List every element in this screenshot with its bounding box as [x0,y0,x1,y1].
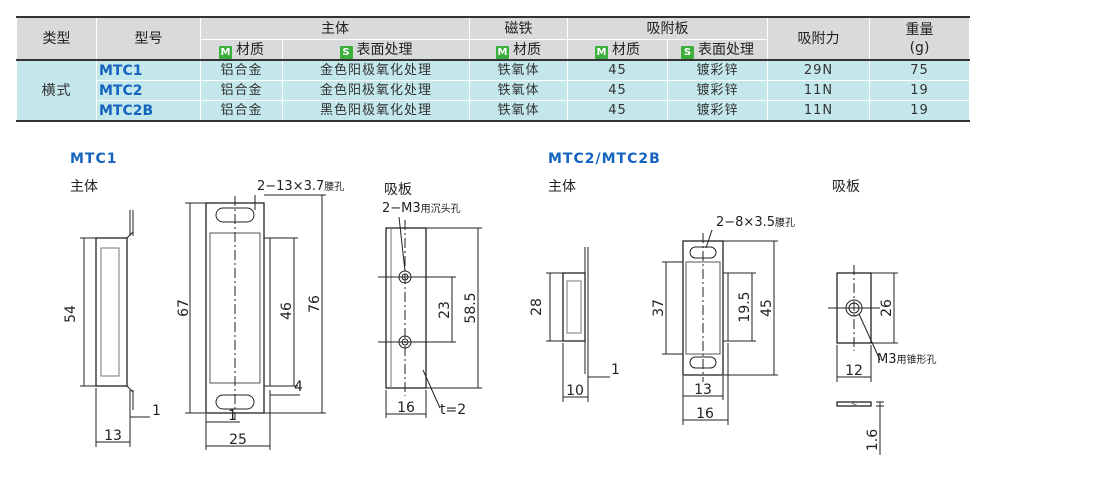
plate-surface-cell: 镀彩锌 [667,59,768,81]
mtc2-title: MTC2/MTC2B [548,151,661,167]
mtc1-dim-16: 16 [397,400,415,416]
mtc1-plate-label: 吸板 [384,182,412,198]
m-material-icon: M [496,45,509,59]
mtc1-dim-23: 23 [437,301,453,319]
body-material-cell: 铝合金 [200,59,283,81]
header-body-material-text: 材质 [236,41,264,58]
header-body-material: M 材质 [200,39,283,61]
mtc1-dim-67: 67 [176,299,192,317]
mtc1-slot-note: 2−13×3.7腰孔 [257,178,344,194]
body-surface-cell: 金色阳极氧化处理 [282,80,470,101]
force-cell: 11N [767,80,870,101]
type-cell: 横式 [16,59,97,122]
model-cell: MTC1 [96,59,201,81]
mtc1-dim-4: 4 [294,379,303,395]
mtc1-dim-1b: 1 [228,408,237,424]
header-body-surface-text: 表面处理 [356,41,413,58]
mtc2-dim-1: 1 [611,362,620,378]
plate-surface-cell: 镀彩锌 [667,80,768,101]
header-magnet-material: M 材质 [469,39,568,61]
mtc1-dim-1a: 1 [152,403,161,419]
plate-material-cell: 45 [567,80,668,101]
mtc2-dim-13: 13 [694,382,712,398]
mtc1-hole-note-suffix: 用沉头孔 [420,204,461,215]
weight-cell: 19 [869,80,970,101]
magnet-material-cell: 铁氧体 [469,80,568,101]
mtc1-hole-note-text: 2−M3 [382,201,421,216]
mtc1-dim-58-5: 58.5 [463,292,479,323]
mtc1-side-view [80,210,150,447]
s-surface-icon: S [681,45,694,59]
header-body: 主体 [200,16,470,40]
header-magnet-material-text: 材质 [513,41,541,58]
mtc2-side-view [546,247,610,402]
mtc1-plate-view [378,216,482,418]
mtc2-slot-note: 2−8×3.5腰孔 [716,214,795,230]
header-plate: 吸附板 [567,16,768,40]
body-surface-cell: 黑色阳极氧化处理 [282,100,470,122]
header-weight: 重量 (g) [869,16,970,61]
mtc2-plate-label: 吸板 [832,179,860,195]
header-plate-material-text: 材质 [612,41,640,58]
mtc1-hole-note: 2−M3用沉头孔 [382,200,461,216]
plate-material-cell: 45 [567,100,668,122]
mtc1-front-view [185,194,326,450]
m-material-icon: M [219,45,232,59]
mtc1-dim-t2: t=2 [440,402,466,418]
mtc2-dim-19-5: 19.5 [737,291,753,322]
weight-cell: 75 [869,59,970,81]
table-row: MTC2B 铝合金 黑色阳极氧化处理 铁氧体 45 镀彩锌 11N 19 [17,100,970,122]
mtc1-dim-76: 76 [307,295,323,313]
model-cell: MTC2B [96,100,201,122]
mtc1-body-label: 主体 [70,179,98,195]
magnet-material-cell: 铁氧体 [469,100,568,122]
magnet-material-cell: 铁氧体 [469,59,568,81]
header-type: 类型 [16,16,97,61]
header-plate-surface: S 表面处理 [667,39,768,61]
mtc2-hole-note: M3用锥形孔 [877,351,937,367]
mtc1-dim-13: 13 [104,428,122,444]
mtc2-dim-1-6: 1.6 [865,429,881,451]
plate-material-cell: 45 [567,59,668,81]
mtc2-dim-28: 28 [529,298,545,316]
mtc2-body-label: 主体 [548,179,576,195]
mtc2-dim-12: 12 [845,363,863,379]
mtc2-slot-note-suffix: 腰孔 [775,218,796,229]
mtc1-dim-46: 46 [279,302,295,320]
mtc1-dim-54: 54 [63,305,79,323]
table-row: 横式 MTC1 铝合金 金色阳极氧化处理 铁氧体 45 镀彩锌 29N 75 [16,59,970,122]
mtc1-slot-note-text: 2−13×3.7 [257,179,325,194]
model-cell: MTC2 [96,80,201,101]
mtc2-front-view [662,229,778,425]
mtc2-dim-37: 37 [651,299,667,317]
mtc1-title: MTC1 [70,151,118,167]
mtc2-dim-26: 26 [879,299,895,317]
mtc2-dim-16: 16 [696,406,714,422]
m-material-icon: M [595,45,608,59]
plate-surface-cell: 镀彩锌 [667,100,768,122]
header-weight-unit: (g) [909,39,930,56]
mtc2-slot-note-text: 2−8×3.5 [716,215,776,230]
force-cell: 11N [767,100,870,122]
header-magnet: 磁铁 [469,16,568,40]
weight-cell: 19 [869,100,970,122]
mtc2-plate-view [828,265,898,455]
header-plate-surface-text: 表面处理 [698,41,754,58]
s-surface-icon: S [339,45,353,59]
mtc2-hole-note-text: M3 [877,352,897,367]
mtc1-slot-note-suffix: 腰孔 [324,182,345,193]
table-row: MTC2 铝合金 金色阳极氧化处理 铁氧体 45 镀彩锌 11N 19 [17,80,970,101]
header-weight-label: 重量 [905,21,934,38]
mtc2-dim-10: 10 [566,383,584,399]
mtc2-dim-45: 45 [759,299,775,317]
mtc1-dim-25: 25 [229,432,247,448]
body-material-cell: 铝合金 [200,80,283,101]
mtc2-hole-note-suffix: 用锥形孔 [896,355,937,366]
body-material-cell: 铝合金 [200,100,283,122]
